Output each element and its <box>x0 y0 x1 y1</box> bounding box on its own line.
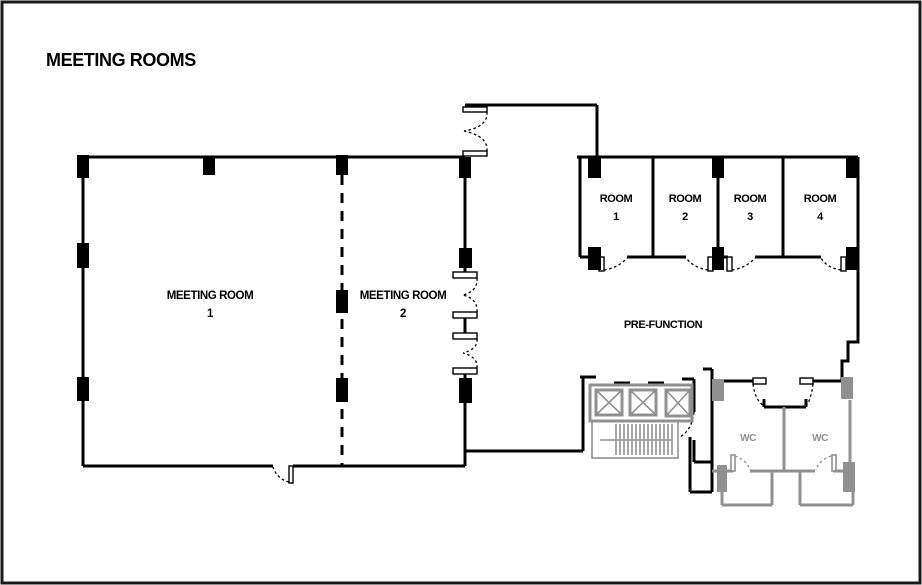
wc-gray-structures <box>712 377 855 507</box>
room-4-label: ROOM <box>804 193 837 205</box>
pillars <box>77 155 858 403</box>
room-1-number: 1 <box>613 211 619 223</box>
page-title: MEETING ROOMS <box>46 50 196 70</box>
room-4-number: 4 <box>817 211 824 223</box>
stairs-icon <box>591 420 679 459</box>
elevator-lobby-walls <box>465 375 712 464</box>
elevator-icon <box>594 388 624 417</box>
corridor-double-door <box>462 106 488 157</box>
wc-right-label: WC <box>812 433 828 444</box>
meeting-room-walls <box>81 155 467 468</box>
meeting-room-double-doors <box>452 271 478 375</box>
room-3-number: 3 <box>747 211 753 223</box>
elevator-icon <box>628 388 658 417</box>
room-3-label: ROOM <box>734 193 767 205</box>
meeting-room-1-number: 1 <box>207 308 214 320</box>
meeting-room-south-door <box>272 465 294 484</box>
meeting-room-2-label: MEETING ROOM <box>360 290 447 302</box>
elevator-icon <box>664 388 692 418</box>
wc-left-label: WC <box>740 433 756 444</box>
labels: MEETING ROOM 1 MEETING ROOM 2 ROOM 1 ROO… <box>167 193 837 444</box>
room-1-label: ROOM <box>600 193 633 205</box>
pre-function-label: PRE-FUNCTION <box>624 319 703 331</box>
room-2-label: ROOM <box>669 193 702 205</box>
meeting-room-2-number: 2 <box>400 308 406 320</box>
room-2-number: 2 <box>682 211 688 223</box>
meeting-room-1-label: MEETING ROOM <box>167 290 254 302</box>
corridor-walls <box>465 103 599 160</box>
